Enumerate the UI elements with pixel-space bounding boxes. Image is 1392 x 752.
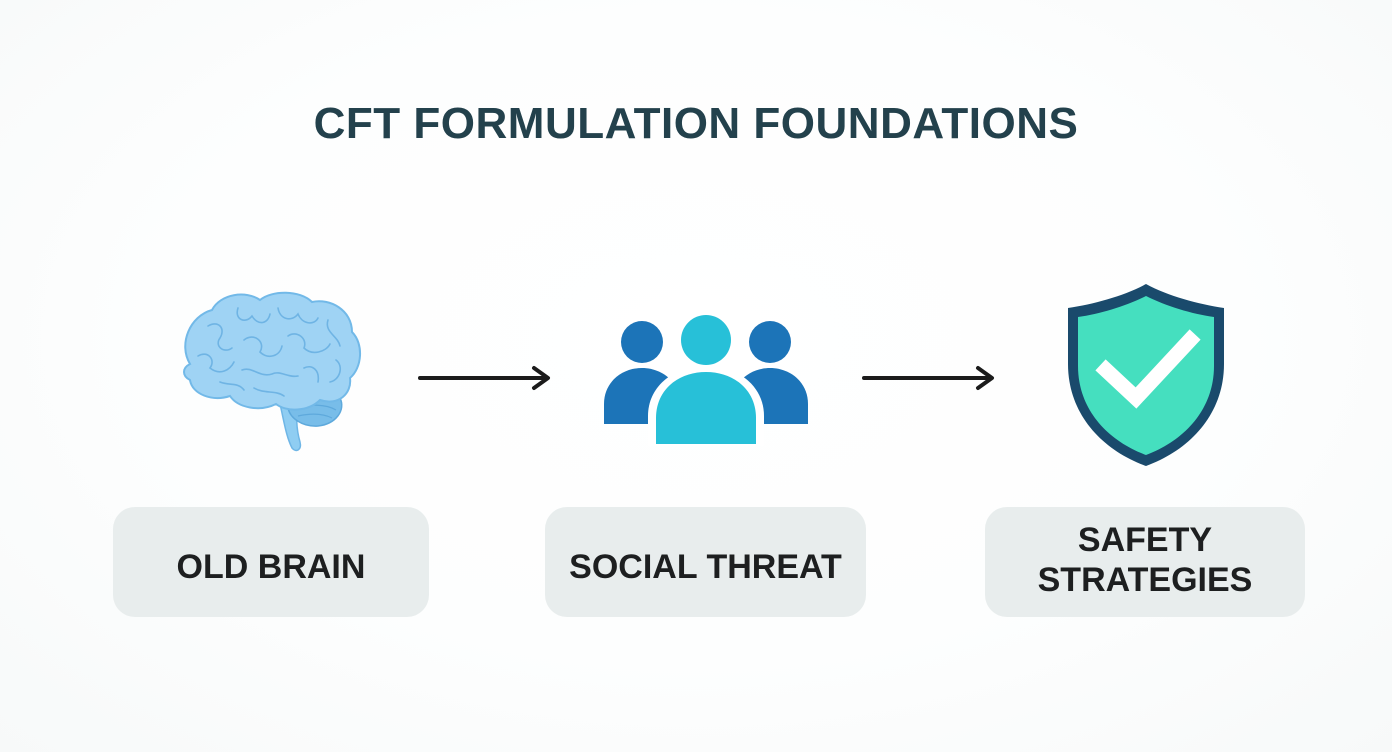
shield-check-icon [1058, 278, 1234, 472]
group-people-icon [598, 310, 814, 450]
brain-icon [168, 286, 368, 456]
step-label-text: SAFETY STRATEGIES [1037, 521, 1253, 599]
step-label-text: SOCIAL THREAT [569, 548, 842, 586]
arrow-right-icon [416, 364, 556, 394]
step-label-old-brain: OLD BRAIN [113, 507, 429, 617]
step-label-text: OLD BRAIN [176, 548, 366, 586]
arrow-right-icon [860, 364, 1000, 394]
diagram-title: CFT FORMULATION FOUNDATIONS [313, 99, 1079, 148]
step-label-safety-strategies: SAFETY STRATEGIES [985, 507, 1305, 617]
step-label-social-threat: SOCIAL THREAT [545, 507, 866, 617]
